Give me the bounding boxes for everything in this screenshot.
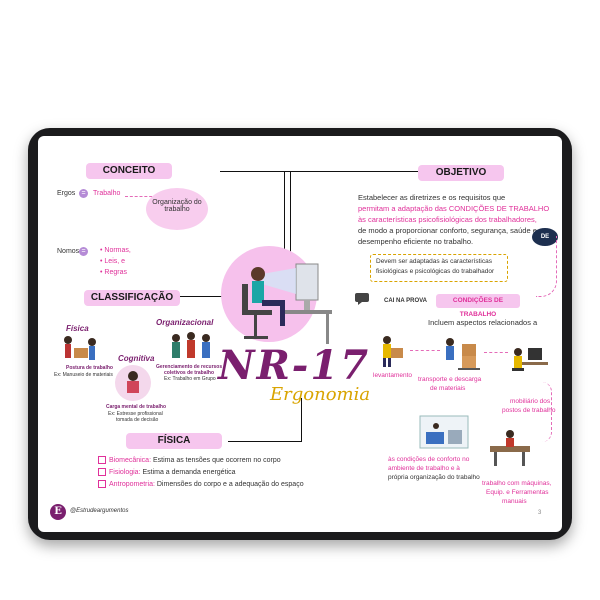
organizacao-label: Organização do trabalho — [152, 199, 202, 213]
dash-items-3 — [533, 382, 552, 442]
cai-na-prova-label: CAI NA PROVA — [384, 298, 428, 304]
fisica-item-3: Antropometria: Dimensões do corpo e a ad… — [98, 480, 304, 488]
dash-conceito — [125, 196, 157, 197]
objetivo-line-2: permitam a adaptação das CONDIÇÕES DE TR… — [358, 204, 550, 213]
speech-bubble-icon — [355, 292, 369, 305]
equals-icon-2: = — [79, 247, 88, 256]
conforto-label-1: às condições de conforto no — [388, 456, 470, 463]
conforto-label-3: própria organização do trabalho — [388, 474, 480, 481]
dash-items-2 — [484, 352, 508, 353]
mobiliario-label-1: mobiliário dos — [510, 398, 551, 405]
conforto-label-2: ambiente de trabalho e à — [388, 465, 460, 472]
regras-label: • Regras — [100, 269, 127, 276]
cognitiva-illustration — [113, 364, 153, 402]
fisica-item-1: Biomecânica: Estima as tensões que ocorr… — [98, 456, 281, 464]
dash-items — [410, 350, 440, 351]
page-number: 3 — [538, 510, 542, 516]
connector-fisica-v — [301, 398, 302, 442]
fisica-caption-1: Postura de trabalho — [66, 365, 113, 371]
org-caption-1: Gerenciamento de recursos — [156, 364, 223, 370]
maquinas-label-2: Equip. e Ferramentas — [486, 489, 549, 496]
section-conceito: CONCEITO — [86, 163, 172, 179]
org-caption-3: Ex: Trabalho em Grupo — [164, 376, 216, 382]
title-ergonomia: Ergonomia — [270, 384, 371, 405]
nomos-label: Nomos — [57, 248, 80, 255]
transporte-label-1: transporte e descarga — [418, 376, 482, 383]
fisica-item-2: Fisiologia: Estima a demanda energética — [98, 468, 235, 476]
connector-fisica — [228, 441, 302, 442]
objetivo-line-5: desempenho eficiente no trabalho. — [358, 237, 474, 246]
connector-class — [180, 296, 240, 297]
mobiliario-label-2: postos de trabalho — [502, 407, 556, 414]
cognitiva-caption-3: tomada de decisão — [116, 417, 159, 423]
class-organizacional-label: Organizacional — [156, 318, 214, 327]
fisica-illustration — [58, 334, 102, 364]
maquinas-label-1: trabalho com máquinas, — [482, 480, 552, 487]
organizacional-illustration — [166, 330, 216, 362]
section-fisica: FÍSICA — [126, 433, 222, 449]
tablet-screen: CONCEITO Ergos = Trabalho Organização do… — [38, 136, 562, 532]
mobiliario-illustration — [506, 344, 550, 380]
adaptadas-line-2: fisiológicas e psicológicas do trabalhad… — [376, 268, 495, 275]
objetivo-line-1: Estabelecer as diretrizes e os requisito… — [358, 193, 506, 202]
cognitiva-caption-2: Ex: Estresse profissional — [108, 411, 163, 417]
transporte-label-2: de materiais — [430, 385, 466, 392]
dash-right-curve — [536, 236, 557, 297]
connector-top — [220, 171, 500, 172]
normas-label: • Normas, — [100, 247, 131, 254]
section-objetivo: OBJETIVO — [418, 165, 504, 181]
ergonomic-workstation-illustration — [228, 254, 338, 354]
connector-vertical — [284, 171, 285, 311]
incluem-label: Incluem aspectos relacionados a — [428, 318, 538, 327]
org-caption-2: coletivos de trabalho — [164, 370, 215, 376]
adaptadas-line-1: Devem ser adaptadas às características — [376, 258, 492, 265]
equals-icon: = — [79, 189, 88, 198]
ergos-label: Ergos — [57, 190, 76, 197]
objetivo-line-3: às características psicofisiológicas dos… — [358, 215, 537, 224]
class-cognitiva-label: Cognitiva — [118, 354, 155, 363]
title-nr17: NR-17 — [218, 342, 371, 389]
adaptadas-box — [370, 254, 508, 282]
class-fisica-label: Física — [66, 324, 89, 333]
objetivo-line-4: de modo a proporcionar conforto, seguran… — [358, 226, 537, 235]
conforto-illustration — [418, 412, 470, 452]
cognitiva-caption-1: Carga mental de trabalho — [106, 404, 167, 410]
section-classificacao: CLASSIFICAÇÃO — [84, 290, 180, 306]
condicoes-pill: CONDIÇÕES DE TRABALHO — [436, 294, 520, 318]
fisica-caption-2: Ex: Manuseio de materiais — [54, 372, 113, 378]
maquinas-label-3: manuais — [502, 498, 527, 505]
transporte-illustration — [436, 334, 486, 374]
levantamento-illustration — [373, 334, 411, 368]
maquinas-illustration — [486, 428, 534, 468]
brand-handle: @Estrudeargumentos — [70, 508, 129, 514]
organizacao-blob — [146, 188, 208, 230]
leis-label: • Leis, e — [100, 258, 126, 265]
trabalho-label: Trabalho — [93, 190, 121, 197]
levantamento-label: levantamento — [373, 372, 413, 379]
connector-vertical-2 — [290, 171, 291, 311]
brand-logo: E — [50, 504, 66, 520]
